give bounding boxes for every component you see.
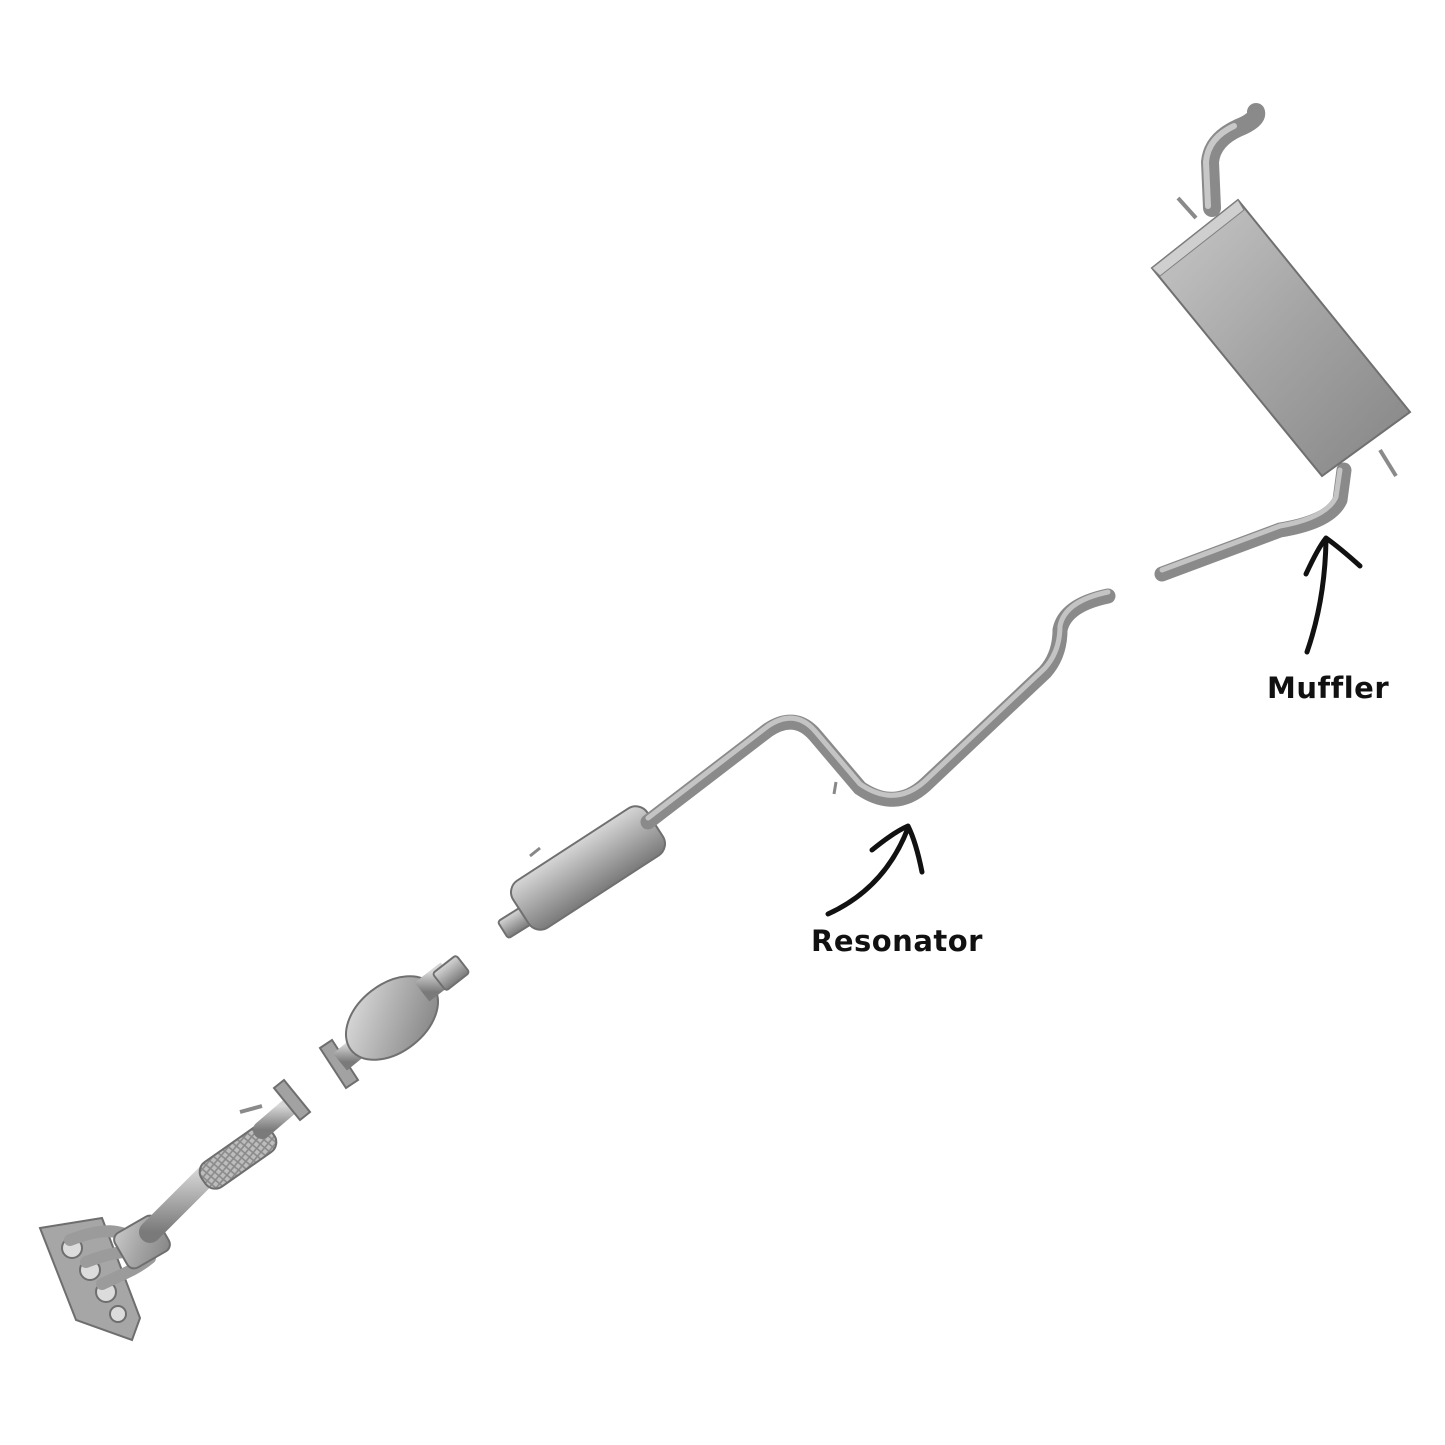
muffler-top-face <box>1151 199 1245 277</box>
catalytic-converter <box>318 955 470 1090</box>
tailpipe-highlight <box>1202 123 1237 209</box>
muffler-arrow-head <box>1303 535 1363 577</box>
down-pipe <box>139 1159 223 1243</box>
intermediate-pipe-highlight <box>645 589 1111 821</box>
pipe-hanger <box>832 781 838 795</box>
resonator-arrow-head <box>869 823 925 875</box>
resonator-arrow <box>825 823 925 917</box>
cat-outlet-pipe <box>432 955 470 991</box>
flex-outlet-pipe <box>253 1097 299 1139</box>
muffler-hanger <box>1378 448 1398 478</box>
exhaust-manifold <box>38 1078 312 1342</box>
resonator-arrow-shaft <box>825 825 911 917</box>
tailpipe <box>1201 103 1266 217</box>
muffler-arrow-shaft <box>1304 537 1329 655</box>
muffler-hanger <box>1176 196 1198 220</box>
o2-sensor-bracket <box>239 1104 263 1114</box>
resonator-hanger <box>529 846 541 858</box>
cat-inlet-flange <box>318 1038 360 1090</box>
resonator-label: Resonator <box>811 924 983 958</box>
muffler-assembly <box>1150 103 1412 582</box>
manifold-port <box>109 1305 127 1323</box>
flex-flange <box>272 1078 312 1122</box>
resonator-assembly <box>497 588 1116 939</box>
muffler-arrow <box>1303 535 1363 655</box>
muffler-inlet-pipe-highlight <box>1159 467 1343 573</box>
intermediate-pipe <box>640 588 1116 830</box>
muffler-inlet-pipe <box>1154 462 1352 582</box>
muffler-label: Muffler <box>1267 671 1390 705</box>
